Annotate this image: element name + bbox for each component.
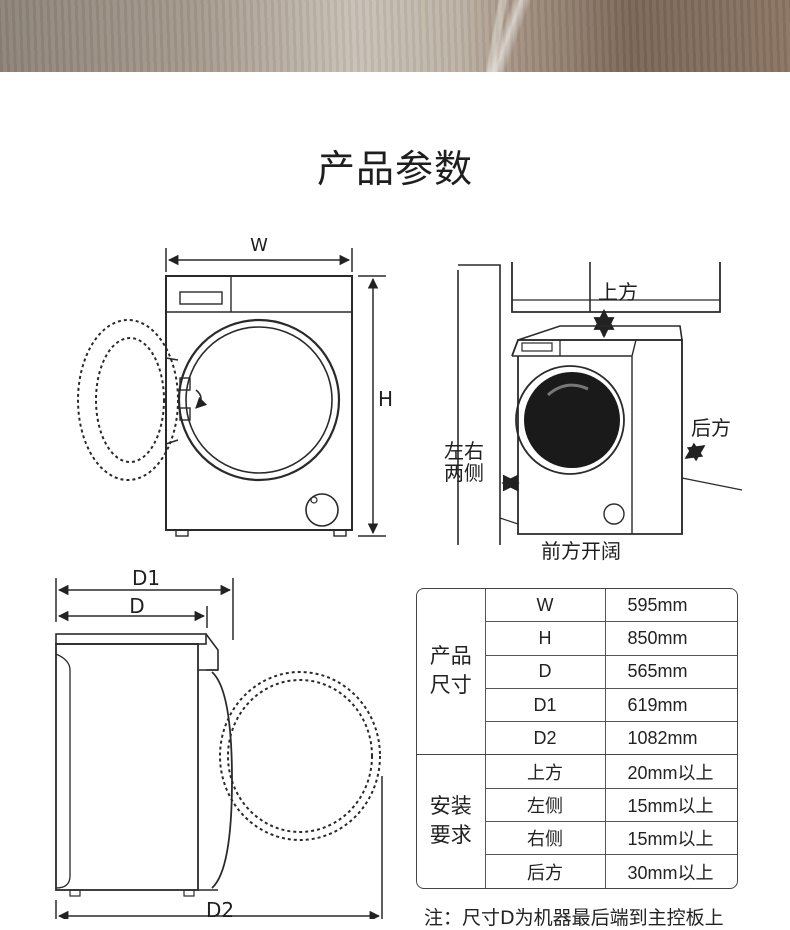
spec-value: 1082mm — [605, 721, 737, 756]
height-label: H — [378, 387, 394, 411]
spec-key: D2 — [485, 721, 606, 756]
banner-highlight — [470, 0, 550, 72]
spec-value: 15mm以上 — [605, 788, 737, 823]
page-title: 产品参数 — [316, 147, 473, 191]
group-size-line1: 产品 — [429, 645, 472, 669]
spec-key: 上方 — [485, 754, 606, 789]
spec-key: D — [485, 655, 606, 689]
sides-label-line1: 左右 — [444, 439, 484, 463]
spec-value: 850mm — [605, 621, 737, 656]
spec-value: 565mm — [605, 655, 737, 689]
spec-value: 30mm以上 — [627, 862, 714, 883]
group-install-line1: 安装 — [429, 795, 472, 819]
front-open-label: 前方开阔 — [541, 539, 621, 563]
group-install-line2: 要求 — [429, 823, 472, 847]
spec-key: 后方 — [485, 854, 606, 888]
spec-key: D1 — [485, 688, 606, 723]
footnote: 注：尺寸D为机器最后端到主控板上 — [424, 907, 724, 929]
install-view-diagram — [457, 262, 743, 545]
spec-value: 619mm — [605, 688, 737, 723]
sides-clearance-label: 左右 两侧 — [444, 440, 484, 485]
side-view-diagram — [55, 578, 383, 919]
group-product-size: 产品 尺寸 — [417, 589, 486, 756]
d2-label: D2 — [205, 898, 235, 922]
group-size-line2: 尺寸 — [429, 673, 472, 697]
group-install-requirements: 安装 要求 — [417, 754, 486, 888]
d-label: D — [129, 594, 145, 618]
back-clearance-label: 后方 — [691, 416, 731, 440]
spec-value: 20mm以上 — [605, 754, 737, 789]
spec-table: 产品 尺寸 W 595mm H 850mm D 565mm D1 619mm D… — [416, 588, 738, 889]
spec-key: 左侧 — [485, 788, 606, 823]
spec-value: 595mm — [605, 589, 737, 623]
top-clearance-label: 上方 — [598, 280, 638, 304]
sides-label-line2: 两侧 — [444, 461, 484, 486]
spec-value: 15mm以上 — [605, 821, 737, 856]
d1-label: D1 — [131, 566, 161, 590]
spec-key: 右侧 — [485, 821, 606, 856]
spec-key: H — [485, 621, 606, 656]
spec-key: W — [485, 589, 606, 623]
width-label: W — [250, 235, 268, 256]
header-banner-wood — [0, 0, 790, 72]
front-view-diagram — [77, 248, 386, 537]
